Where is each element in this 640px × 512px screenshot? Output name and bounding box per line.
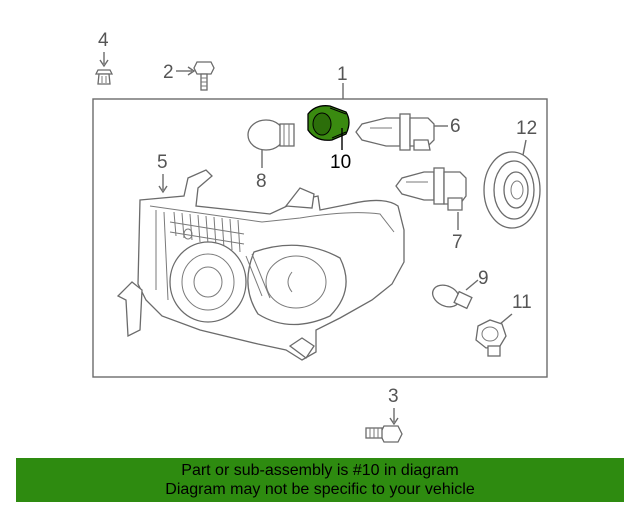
banner-line-1: Part or sub-assembly is #10 in diagram (181, 462, 459, 479)
part-12-cap: 12 (483, 118, 541, 229)
part-11-socket: 11 (475, 292, 532, 357)
svg-text:1: 1 (337, 64, 348, 85)
headlamp-housing (116, 169, 405, 361)
callout-1: 1 (337, 64, 348, 99)
banner-line-2: Diagram may not be specific to your vehi… (165, 481, 475, 498)
svg-text:5: 5 (157, 152, 168, 173)
part-6-bulb: 6 (355, 113, 461, 151)
svg-text:3: 3 (388, 386, 399, 407)
part-10-socket: 10 (307, 105, 351, 173)
callout-5: 5 (157, 152, 168, 194)
svg-text:7: 7 (452, 232, 463, 253)
part-4-clip: 4 (94, 30, 114, 85)
assembly-frame (92, 98, 548, 378)
svg-text:12: 12 (516, 118, 537, 139)
svg-text:2: 2 (163, 62, 174, 83)
svg-text:11: 11 (512, 292, 532, 313)
part-9-bulb: 9 (431, 268, 489, 310)
part-8-bulb: 8 (247, 119, 295, 192)
parts-diagram: 1 4 2 8 10 (92, 30, 548, 443)
svg-text:6: 6 (450, 116, 461, 137)
svg-text:10: 10 (330, 152, 351, 173)
part-3-bolt: 3 (365, 386, 403, 443)
part-7-bulb: 7 (395, 167, 467, 253)
part-2-bolt: 2 (163, 61, 215, 91)
svg-text:9: 9 (478, 268, 489, 289)
info-banner: Part or sub-assembly is #10 in diagram D… (16, 458, 624, 502)
svg-text:4: 4 (98, 30, 109, 51)
svg-text:8: 8 (256, 171, 267, 192)
